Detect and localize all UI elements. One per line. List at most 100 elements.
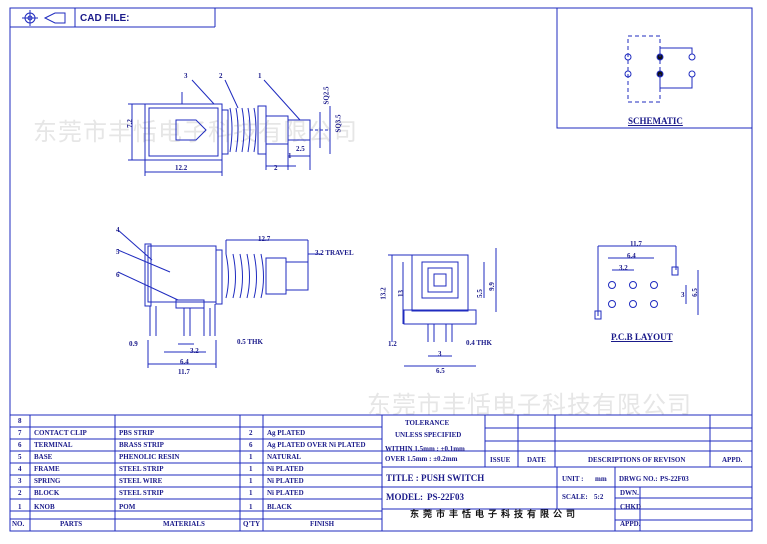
- top-dim-2: 2: [274, 164, 278, 172]
- side-view-drawing: [117, 229, 322, 368]
- drwg-value: PS-22F03: [660, 475, 689, 483]
- title-text: TITLE : PUSH SWITCH: [386, 473, 485, 483]
- top-callout-2: 2: [219, 72, 223, 80]
- side-dim-11-7: 11.7: [178, 368, 190, 376]
- front-dim-6-5: 6.5: [436, 367, 445, 375]
- side-callout-4: 4: [116, 226, 120, 234]
- pcb-layout-drawing: [594, 245, 699, 320]
- front-dim-3: 3: [438, 350, 442, 358]
- bom-header-parts: PARTS: [60, 520, 83, 528]
- bom-part: TERMINAL: [34, 441, 73, 449]
- bom-qty: 6: [249, 441, 253, 449]
- bom-qty: 2: [249, 429, 253, 437]
- bom-no: 2: [18, 489, 22, 497]
- bom-no: 4: [18, 465, 22, 473]
- unit-value: mm: [595, 475, 607, 483]
- bom-material: STEEL STRIP: [119, 489, 164, 497]
- tolerance-within: WITHIN 1.5mm : ±0.1mm: [385, 445, 465, 453]
- side-callout-5: 5: [116, 248, 120, 256]
- model-label: MODEL:: [386, 492, 423, 502]
- pcb-dim-11-7: 11.7: [630, 240, 642, 248]
- schematic-diagram: [624, 35, 696, 103]
- top-dim-sq2-5: SQ2.5: [322, 86, 331, 105]
- watermark-top: 东莞市丰恬电子科技有限公司: [33, 118, 358, 146]
- bom-material: POM: [119, 503, 136, 511]
- bom-finish: BLACK: [267, 503, 292, 511]
- bom-no: 5: [18, 453, 22, 461]
- bom-header-materials: MATERIALS: [163, 520, 205, 528]
- tolerance-heading: TOLERANCE: [405, 419, 450, 427]
- bom-no: 1: [18, 503, 22, 511]
- bom-material: PHENOLIC RESIN: [119, 453, 180, 461]
- front-dim-1-2: 1.2: [388, 340, 397, 348]
- bom-material: PBS STRIP: [119, 429, 155, 437]
- bom-qty: 1: [249, 489, 253, 497]
- bom-finish: Ni PLATED: [267, 465, 304, 473]
- bom-header-no: NO.: [12, 520, 25, 528]
- bom-material: STEEL WIRE: [119, 477, 163, 485]
- appd-label: APPD.: [722, 456, 743, 464]
- bom-part: BLOCK: [34, 489, 60, 497]
- top-dim-1: 1: [288, 152, 292, 160]
- bom-material: STEEL STRIP: [119, 465, 164, 473]
- top-callout-3: 3: [184, 72, 188, 80]
- cad-file-label: CAD FILE:: [80, 13, 130, 24]
- bom-qty: 1: [249, 453, 253, 461]
- scale-label: SCALE:: [562, 493, 588, 501]
- pcb-dim-3-2: 3.2: [619, 264, 628, 272]
- top-dim-height: 7.2: [125, 119, 134, 128]
- bom-finish: Ni PLATED: [267, 477, 304, 485]
- appd-signoff-label: APPD.: [620, 520, 641, 528]
- pcb-dim-6-5: 6.5: [690, 288, 699, 297]
- drwg-label: DRWG NO.:: [619, 475, 658, 483]
- bom-finish: NATURAL: [267, 453, 302, 461]
- scale-value: 5:2: [594, 493, 604, 501]
- bom-part: KNOB: [34, 503, 55, 511]
- schematic-label: SCHEMATIC: [628, 116, 683, 126]
- bom-finish: Ni PLATED: [267, 489, 304, 497]
- front-dim-9-9: 9.9: [487, 282, 496, 291]
- bom-no: 6: [18, 441, 22, 449]
- top-callout-1: 1: [258, 72, 262, 80]
- bom-finish: Ag PLATED OVER Ni PLATED: [267, 441, 366, 449]
- pcb-dim-3: 3: [681, 291, 685, 299]
- top-view-drawing: [128, 79, 331, 176]
- top-dim-width: 12.2: [175, 164, 188, 172]
- side-dim-12-7: 12.7: [258, 235, 271, 243]
- front-view-drawing: [388, 248, 497, 367]
- pcb-dim-6-4: 6.4: [627, 252, 636, 260]
- side-dim-travel: 3.2 TRAVEL: [315, 249, 354, 257]
- unit-label: UNIT :: [562, 475, 584, 483]
- top-dim-sq3-5: SQ3.5: [334, 114, 343, 133]
- side-dim-0-9: 0.9: [129, 340, 138, 348]
- side-dim-0-5-thk: 0.5 THK: [237, 338, 263, 346]
- bom-no: 3: [18, 477, 22, 485]
- bom-material: BRASS STRIP: [119, 441, 164, 449]
- bom-part: BASE: [34, 453, 53, 461]
- bom-qty: 1: [249, 503, 253, 511]
- top-dim-2-5: 2.5: [296, 145, 305, 153]
- bom-no: 8: [18, 417, 22, 425]
- bom-part: SPRING: [34, 477, 61, 485]
- side-dim-6-4: 6.4: [180, 358, 189, 366]
- bom-finish: Ag PLATED: [267, 429, 306, 437]
- watermark-bottom: 东莞市丰恬电子科技有限公司: [367, 391, 692, 419]
- bom-table-grid: [10, 414, 752, 531]
- bom-part: FRAME: [34, 465, 60, 473]
- front-dim-0-4-thk: 0.4 THK: [466, 339, 492, 347]
- company-name: 东莞市丰恬电子科技有限公司: [410, 510, 580, 520]
- bom-no: 7: [18, 429, 22, 437]
- tolerance-unless: UNLESS SPECIFIED: [395, 431, 462, 439]
- bom-qty: 1: [249, 465, 253, 473]
- bom-header-finish: FINISH: [310, 520, 335, 528]
- chkd-label: CHKD: [620, 503, 641, 511]
- front-dim-13-2: 13.2: [379, 287, 388, 300]
- side-dim-3-2: 3.2: [190, 347, 199, 355]
- model-value: PS-22F03: [427, 492, 464, 502]
- date-label: DATE: [527, 456, 546, 464]
- bom-part: CONTACT CLIP: [34, 429, 87, 437]
- bom-qty: 1: [249, 477, 253, 485]
- issue-label: ISSUE: [490, 456, 511, 464]
- pcb-layout-label: P.C.B LAYOUT: [611, 332, 673, 342]
